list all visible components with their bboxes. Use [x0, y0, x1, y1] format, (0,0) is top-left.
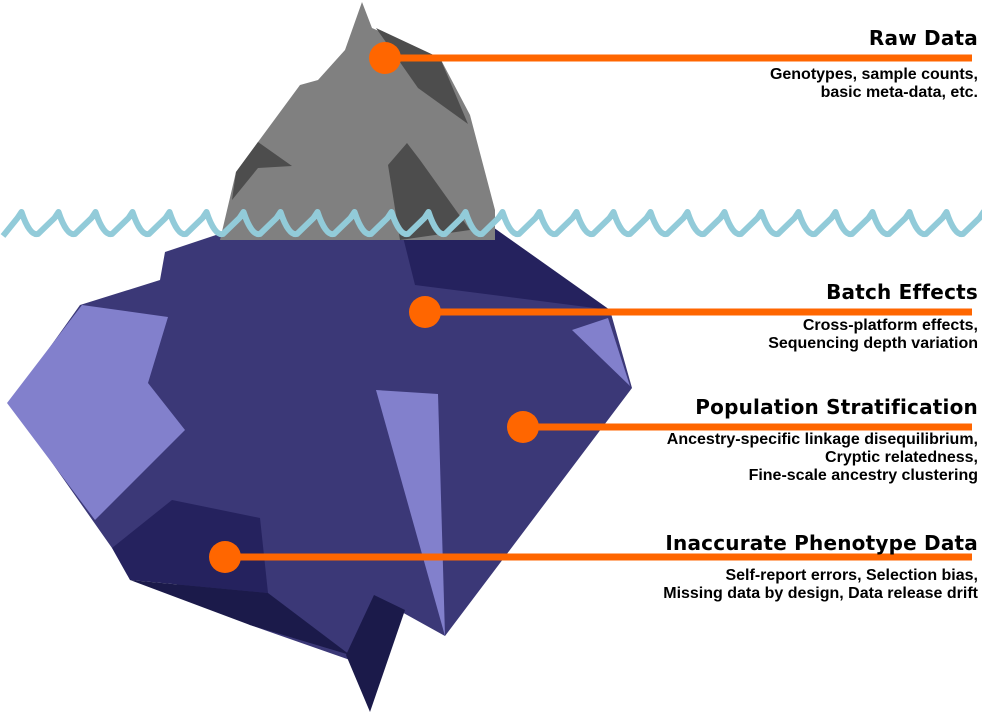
callout-description: Cross-platform effects, Sequencing depth… — [768, 317, 978, 353]
callout-description: Self-report errors, Selection bias, Miss… — [663, 567, 978, 603]
iceberg-tip — [220, 2, 495, 240]
callout-title: Raw Data — [868, 26, 978, 50]
berg-upper-right-shadow — [400, 225, 610, 310]
berg-bottom-spike — [346, 595, 405, 712]
callout-raw-data: Raw Data Genotypes, sample counts, basic… — [770, 26, 978, 102]
berg-left-facet — [7, 305, 185, 520]
callout-pointers — [209, 42, 972, 573]
callout-description: Genotypes, sample counts, basic meta-dat… — [770, 66, 978, 102]
tip-lower-shadow — [388, 143, 470, 240]
pointer-dot-batch-effects — [409, 296, 441, 328]
water-line — [0, 209, 982, 238]
callout-line: Sequencing depth variation — [768, 335, 978, 352]
callout-line: basic meta-data, etc. — [820, 84, 978, 101]
pointer-dot-inaccurate-phenotype-data — [209, 541, 241, 573]
callout-description: Ancestry-specific linkage disequilibrium… — [667, 431, 978, 485]
callout-population-stratification: Population Stratification Ancestry-speci… — [667, 395, 978, 485]
callout-title: Batch Effects — [826, 280, 978, 304]
callout-line: Fine-scale ancestry clustering — [748, 467, 978, 484]
berg-right-facet — [572, 318, 630, 386]
callout-line: Ancestry-specific linkage disequilibrium… — [666, 431, 978, 448]
callout-line: Cross-platform effects, — [802, 317, 978, 334]
tip-body — [220, 2, 495, 240]
callout-batch-effects: Batch Effects Cross-platform effects, Se… — [768, 280, 978, 353]
callout-title: Inaccurate Phenotype Data — [665, 531, 978, 555]
callout-line: Self-report errors, Selection bias, — [725, 567, 978, 584]
callout-line: Genotypes, sample counts, — [769, 66, 978, 83]
callout-line: Missing data by design, Data release dri… — [663, 585, 978, 602]
callout-inaccurate-phenotype-data: Inaccurate Phenotype Data Self-report er… — [663, 531, 978, 603]
iceberg-underwater — [7, 225, 632, 712]
berg-center-facet — [376, 390, 445, 636]
callout-line: Cryptic relatedness, — [825, 449, 978, 466]
pointer-dot-population-stratification — [507, 411, 539, 443]
berg-bottom-shadow — [130, 580, 350, 655]
pointer-dot-raw-data — [369, 42, 401, 74]
callout-title: Population Stratification — [695, 395, 978, 419]
tip-left-shadow — [232, 142, 292, 200]
